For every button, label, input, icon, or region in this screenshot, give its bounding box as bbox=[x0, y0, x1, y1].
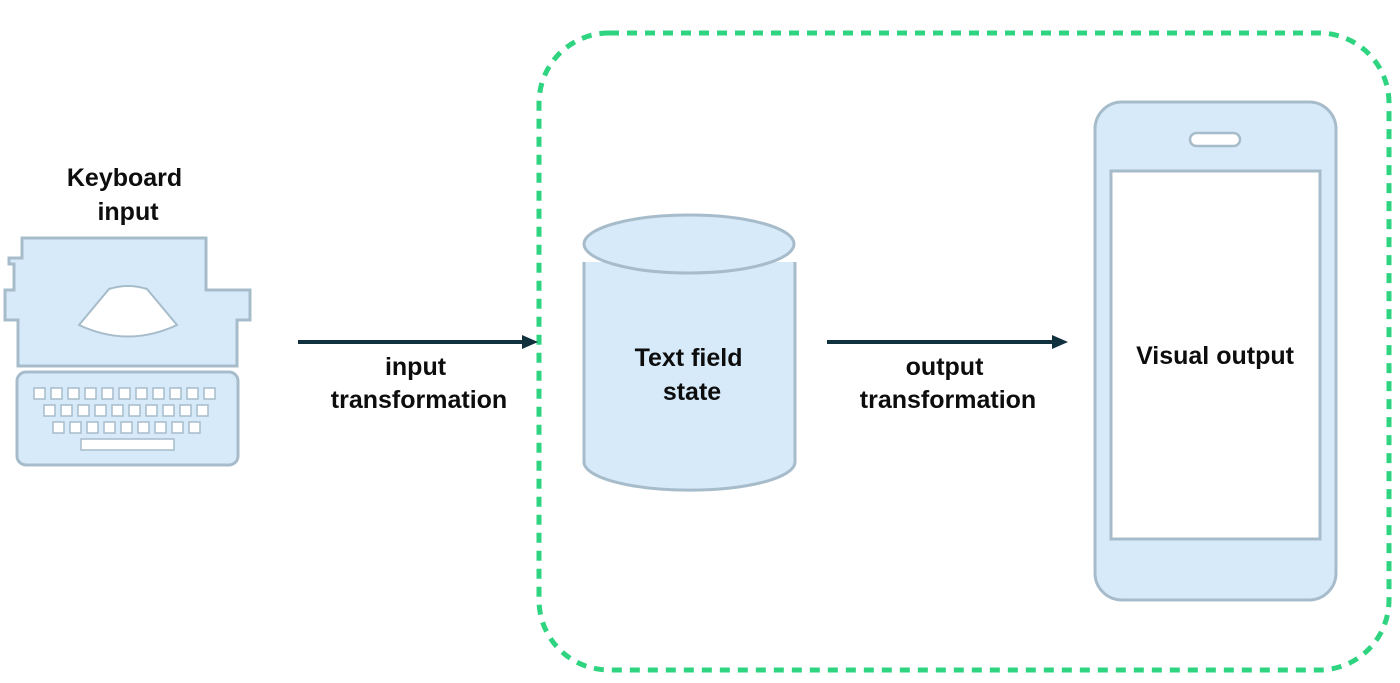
input-transformation-arrow bbox=[298, 335, 538, 349]
phone-screen bbox=[1109, 169, 1322, 541]
keyboard-input-label: Keyboard input bbox=[67, 164, 189, 226]
text-field-state-label: Text field state bbox=[635, 344, 750, 406]
text-field-boundary bbox=[536, 30, 1392, 673]
typewriter-keys bbox=[33, 387, 216, 451]
visual-output-label: Visual output bbox=[1136, 342, 1295, 370]
typewriter-paper bbox=[77, 285, 179, 338]
output-transformation-arrow bbox=[827, 335, 1068, 349]
phone-icon bbox=[1093, 100, 1338, 602]
database-cylinder-icon bbox=[582, 213, 797, 492]
input-transformation-label: input transformation bbox=[331, 353, 507, 414]
output-transformation-label: output transformation bbox=[860, 353, 1036, 414]
phone-speaker bbox=[1188, 131, 1242, 148]
typewriter-icon bbox=[3, 236, 252, 467]
